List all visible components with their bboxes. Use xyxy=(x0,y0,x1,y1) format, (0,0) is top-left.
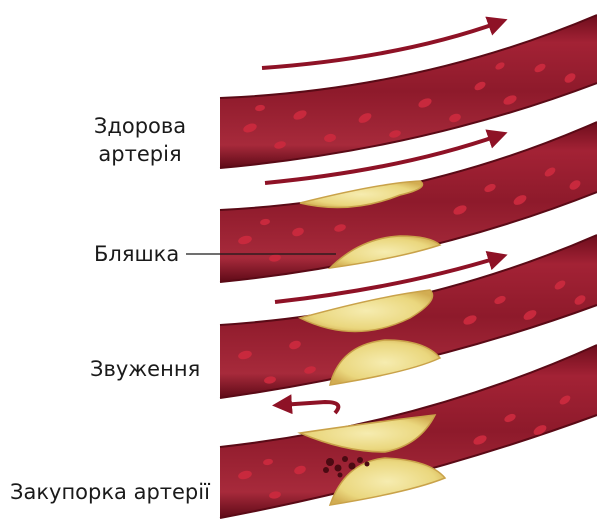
label-healthy-artery: Здорова артерія xyxy=(80,112,200,168)
u-turn-arrow-icon xyxy=(280,402,338,413)
label-blockage: Закупорка артерії xyxy=(10,478,210,506)
label-plaque: Бляшка xyxy=(94,240,179,268)
label-narrowing: Звуження xyxy=(90,355,200,383)
label-healthy-line1: Здорова xyxy=(80,112,200,140)
label-healthy-line2: артерія xyxy=(80,140,200,168)
